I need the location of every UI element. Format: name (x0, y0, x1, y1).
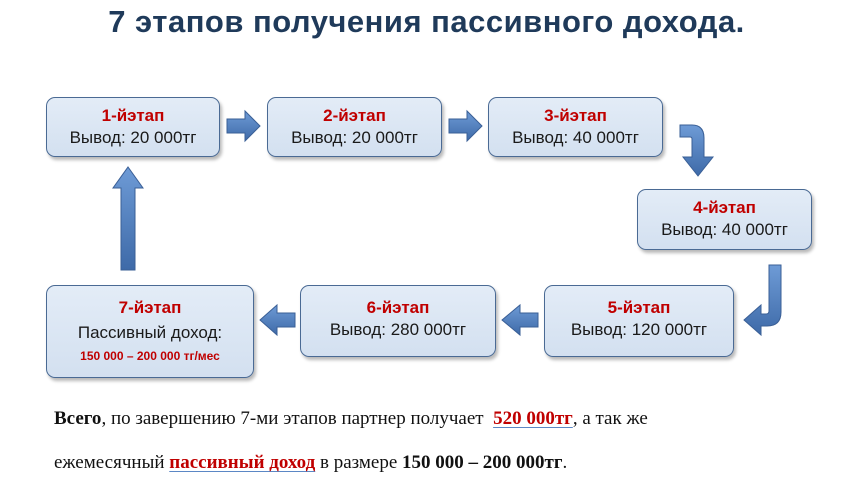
stage-box-2: 2-йэтап Вывод: 20 000тг (267, 97, 442, 157)
summary-passive-income: пассивный доход (169, 452, 316, 473)
stage-value: Вывод: 20 000тг (291, 128, 418, 147)
summary-total-label: Всего (54, 408, 102, 429)
stage-box-7: 7-йэтап Пассивный доход: 150 000 – 200 0… (46, 285, 254, 378)
summary-period: . (562, 452, 568, 473)
stage-box-5: 5-йэтап Вывод: 120 000тг (544, 285, 734, 357)
stage-subvalue: 150 000 – 200 000 тг/мес (80, 349, 220, 363)
stage-label: 2-йэтап (323, 106, 386, 125)
arrow-left-5-6 (501, 303, 539, 337)
diagram-title: 7 этапов получения пассивного дохода. (108, 4, 745, 39)
arrow-right-2-3 (448, 109, 483, 143)
arrow-right-1-2 (226, 109, 261, 143)
summary-text: , по завершению 7-ми этапов партнер полу… (101, 408, 484, 429)
stage-label: 3-йэтап (544, 106, 607, 125)
summary-range: 150 000 – 200 000тг (402, 452, 563, 473)
stage-value: Вывод: 40 000тг (512, 128, 639, 147)
summary-line-1: Всего, по завершению 7-ми этапов партнер… (54, 408, 648, 430)
arrow-bent-4-5 (743, 264, 782, 337)
summary-size-text: в размере (320, 452, 398, 473)
arrow-up-7-1 (112, 166, 144, 271)
summary-line-2: ежемесячный пассивный доход в размере 15… (54, 452, 567, 474)
stage-label: 7-йэтап (118, 298, 182, 317)
stage-value: Вывод: 40 000тг (661, 220, 788, 239)
summary-total-amount: 520 000тг (493, 408, 573, 429)
stage-box-3: 3-йэтап Вывод: 40 000тг (488, 97, 663, 157)
arrow-left-6-7 (259, 303, 296, 337)
stage-value: Вывод: 120 000тг (570, 320, 708, 339)
summary-text-end: , а так же (572, 408, 648, 429)
stage-label: 5-йэтап (607, 298, 671, 317)
stage-label: 6-йэтап (366, 298, 430, 317)
stage-value: Вывод: 280 000тг (329, 320, 467, 339)
stage-box-4: 4-йэтап Вывод: 40 000тг (637, 189, 812, 250)
stage-box-6: 6-йэтап Вывод: 280 000тг (300, 285, 496, 357)
arrow-bent-3-4 (679, 124, 715, 177)
stage-label: 1-йэтап (101, 106, 165, 125)
stage-value: Пассивный доход: (77, 323, 223, 342)
stage-value: Вывод: 20 000тг (69, 128, 197, 147)
stage-label: 4-йэтап (693, 198, 756, 217)
stage-box-1: 1-йэтап Вывод: 20 000тг (46, 97, 220, 157)
summary-monthly-label: ежемесячный (54, 452, 165, 473)
